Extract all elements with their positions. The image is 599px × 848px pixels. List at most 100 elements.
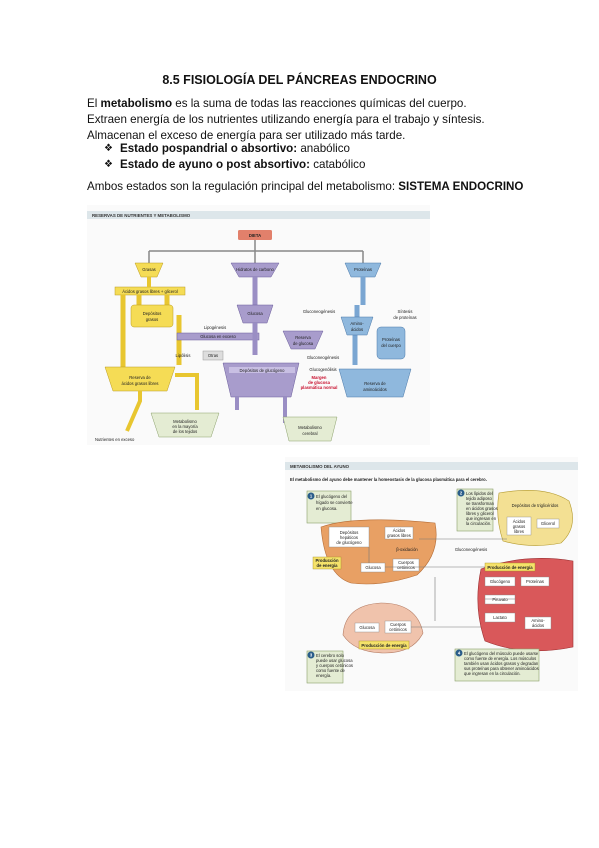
liver-glucose-label: Glucosa [365,565,381,570]
aminoacidos-label: ácidos [351,327,363,332]
reserva-aminoacidos-bowl [338,368,412,398]
callout-text: como fuente de energía. Los músculos [464,656,536,661]
grasas-label: Grasas [142,267,156,272]
gluconeogenesis-label: Gluconeogénesis [303,309,335,314]
fasting-metabolism-figure: METABOLISMO DEL AYUNO El metabolismo del… [285,457,578,691]
metabolismo-cerebral-label: Metabolismo [298,425,322,430]
diamond-bullet-icon: ❖ [104,159,113,170]
callout-text: energía. [316,673,331,678]
glucosa-exceso-label: Glucosa en exceso [200,334,236,339]
dieta-box [238,230,272,240]
brain-ketones-label: cetónicos [389,627,407,632]
closing-prefix: Ambos estados son la regulación principa… [87,180,399,193]
callout-number: 1 [310,494,313,499]
glycerol-label: Glicerol [541,521,555,526]
callout-text: sus proteínas para obtener aminoácidos [464,666,539,671]
adipose-fatty-acids-label: libres [514,529,524,534]
page-title: 8.5 FISIOLOGÍA DEL PÁNCREAS ENDOCRINO [162,73,437,87]
depositos-grasos-label: grasos [146,317,159,322]
callout-muscle [454,648,540,682]
proteinas-label: Proteínas [354,267,372,272]
b-oxidation-label: β-oxidación [396,547,418,552]
reserva-acidos-label: ácidos grasos libres [121,381,158,386]
triglyceride-label: Depósitos de triglicéridos [512,503,559,508]
callout-text: hígado se convierte [316,500,353,505]
gluconeogenesis-label: Gluconeogénesis [455,547,487,552]
state-label: Estado de ayuno o post absortivo: [119,158,310,171]
callout-text: en ácidos grasos [466,506,498,511]
closing-sentence: Ambos estados son la regulación principa… [87,180,523,193]
closing-term: SISTEMA ENDOCRINO [398,180,524,193]
metabolismo-tejidos-label: Metabolismo [173,419,197,424]
proteinas-cuerpo-label: Proteínas [382,337,400,342]
liver-store-label: hepáticos [340,535,358,540]
proteinas-funnel [344,262,382,278]
callout-text: El glucógeno del músculo puede usarse [464,651,539,656]
metabolismo-tejidos-label: de los tejidos [173,429,197,434]
metabolismo-cerebral-label: cerebral [302,431,317,436]
margen-label: de glucosa [308,380,331,385]
gluconeogenesis-mid-label: Gluconeogénesis [307,355,339,360]
intro-term: metabolismo [100,97,173,110]
brain-ketones-label: Cuerpos [390,622,406,627]
callout-text: como fuente de [316,668,346,673]
sintesis-label: Síntesis [398,309,413,314]
callout-adipose [456,488,494,532]
depositos-glucogeno-label: Depósitos de glucógeno [240,368,286,373]
callout-text: en glucosa. [316,506,337,511]
nutrient-reserves-figure: RESERVAS DE NUTRIENTES Y METABOLISMO DIE… [87,205,430,445]
adipose-fatty-acids-label: grasos [513,524,526,529]
callout-number: 2 [460,491,463,496]
list-item: ❖ Estado de ayuno o post absortivo: cata… [104,157,365,173]
glycogen-label: Glucógeno [490,579,511,584]
callout-text: tejido adiposo [466,496,493,501]
margen-label: Margen [312,375,327,380]
callout-text: que ingresan en [466,516,497,521]
liver-store-label: de glucógeno [336,540,362,545]
callout-text: la circulación. [466,521,491,526]
reserva-glucosa-label: Reserva [295,335,311,340]
energy-left-label: de energía [317,563,339,568]
proteinas-cuerpo [376,326,406,360]
callout-text: que ingresan en la circulación. [464,671,521,676]
liver-fatty-acids-label: Ácidos [393,528,406,533]
depositos-grasos [130,304,174,328]
state-value: catabólico [310,158,366,171]
metabolismo-cerebral-bowl [282,416,338,442]
reserva-acidos-bowl [104,366,176,392]
glucosa-label: Glucosa [247,311,263,316]
adipose-fatty-acids-label: Ácidos [513,519,526,524]
figure-subtitle: El metabolismo del ayuno debe mantener l… [290,477,487,482]
aminoacidos-bowl [340,316,374,336]
nutrientes-exceso-label: Nutrientes en exceso [95,437,135,442]
hidratos-label: Hidratos de carbono [236,267,274,272]
callout-text: se transforman [466,501,495,506]
proteinas-cuerpo-label: del cuerpo [381,343,401,348]
callout-text: también usan ácidos grasos y degradan [464,661,539,666]
intro-rest: es la suma de todas las reacciones quími… [87,97,485,142]
energy-brain-label: Producción de energía [361,643,407,648]
figure-header: RESERVAS DE NUTRIENTES Y METABOLISMO [92,213,191,218]
callout-text: y cuerpos cetónicos [316,663,353,668]
state-label: Estado pospandrial o absortivo: [119,142,298,155]
callout-text: puede usar glucosa [316,658,353,663]
callout-text: libres y glicerol [466,511,494,516]
diamond-bullet-icon: ❖ [104,143,113,154]
hidratos-funnel [230,262,280,278]
intro-paragraph: El metabolismo es la suma de todas las r… [87,96,507,144]
list-item: ❖ Estado pospandrial o absortivo: anaból… [104,141,365,157]
amino-acids-label: ácidos [532,623,544,628]
callout-number: 4 [458,651,461,656]
callout-text: Los lípidos del [466,491,493,496]
glucosa-bowl [236,304,274,324]
amino-acids-label: Amino- [531,618,545,623]
reserva-acidos-label: Reserva de [129,375,151,380]
liver-store-label: Depósitos [340,530,359,535]
sintesis-label: de proteínas [393,315,416,320]
callout-number: 3 [310,653,313,658]
otras-label: Otras [208,353,218,358]
liver-fatty-acids-label: grasos libres [387,533,411,538]
glucogenolisis-label: Glucogenólisis [309,367,336,372]
intro-prefix: El [87,97,101,110]
state-value: anabólico [297,142,350,155]
